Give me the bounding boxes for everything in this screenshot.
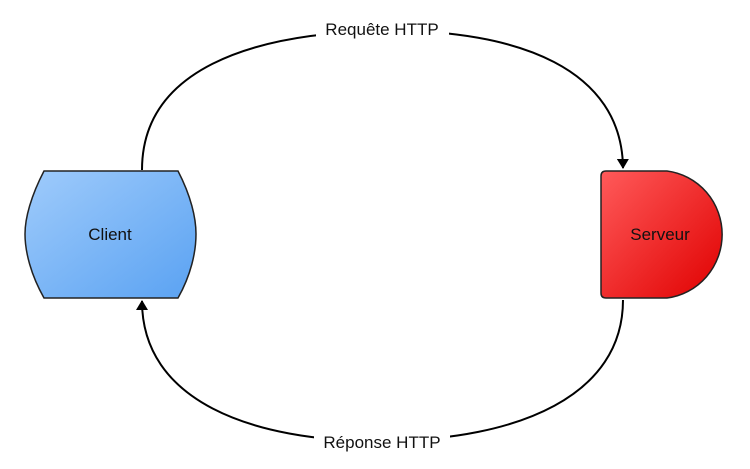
request-label-bg — [316, 17, 449, 41]
client-label: Client — [88, 225, 132, 244]
server-shape — [600, 170, 723, 299]
response-label-bg — [314, 430, 450, 454]
server-node: Serveur — [600, 170, 723, 299]
client-shape — [24, 170, 197, 299]
response-arrow — [136, 299, 624, 443]
server-label: Serveur — [630, 225, 690, 244]
request-edge: Requête HTTP — [141, 17, 629, 171]
request-arrow — [141, 29, 629, 171]
response-edge: Réponse HTTP — [136, 299, 624, 454]
response-label: Réponse HTTP — [323, 433, 440, 452]
request-label: Requête HTTP — [325, 20, 438, 39]
client-node: Client — [24, 170, 197, 299]
